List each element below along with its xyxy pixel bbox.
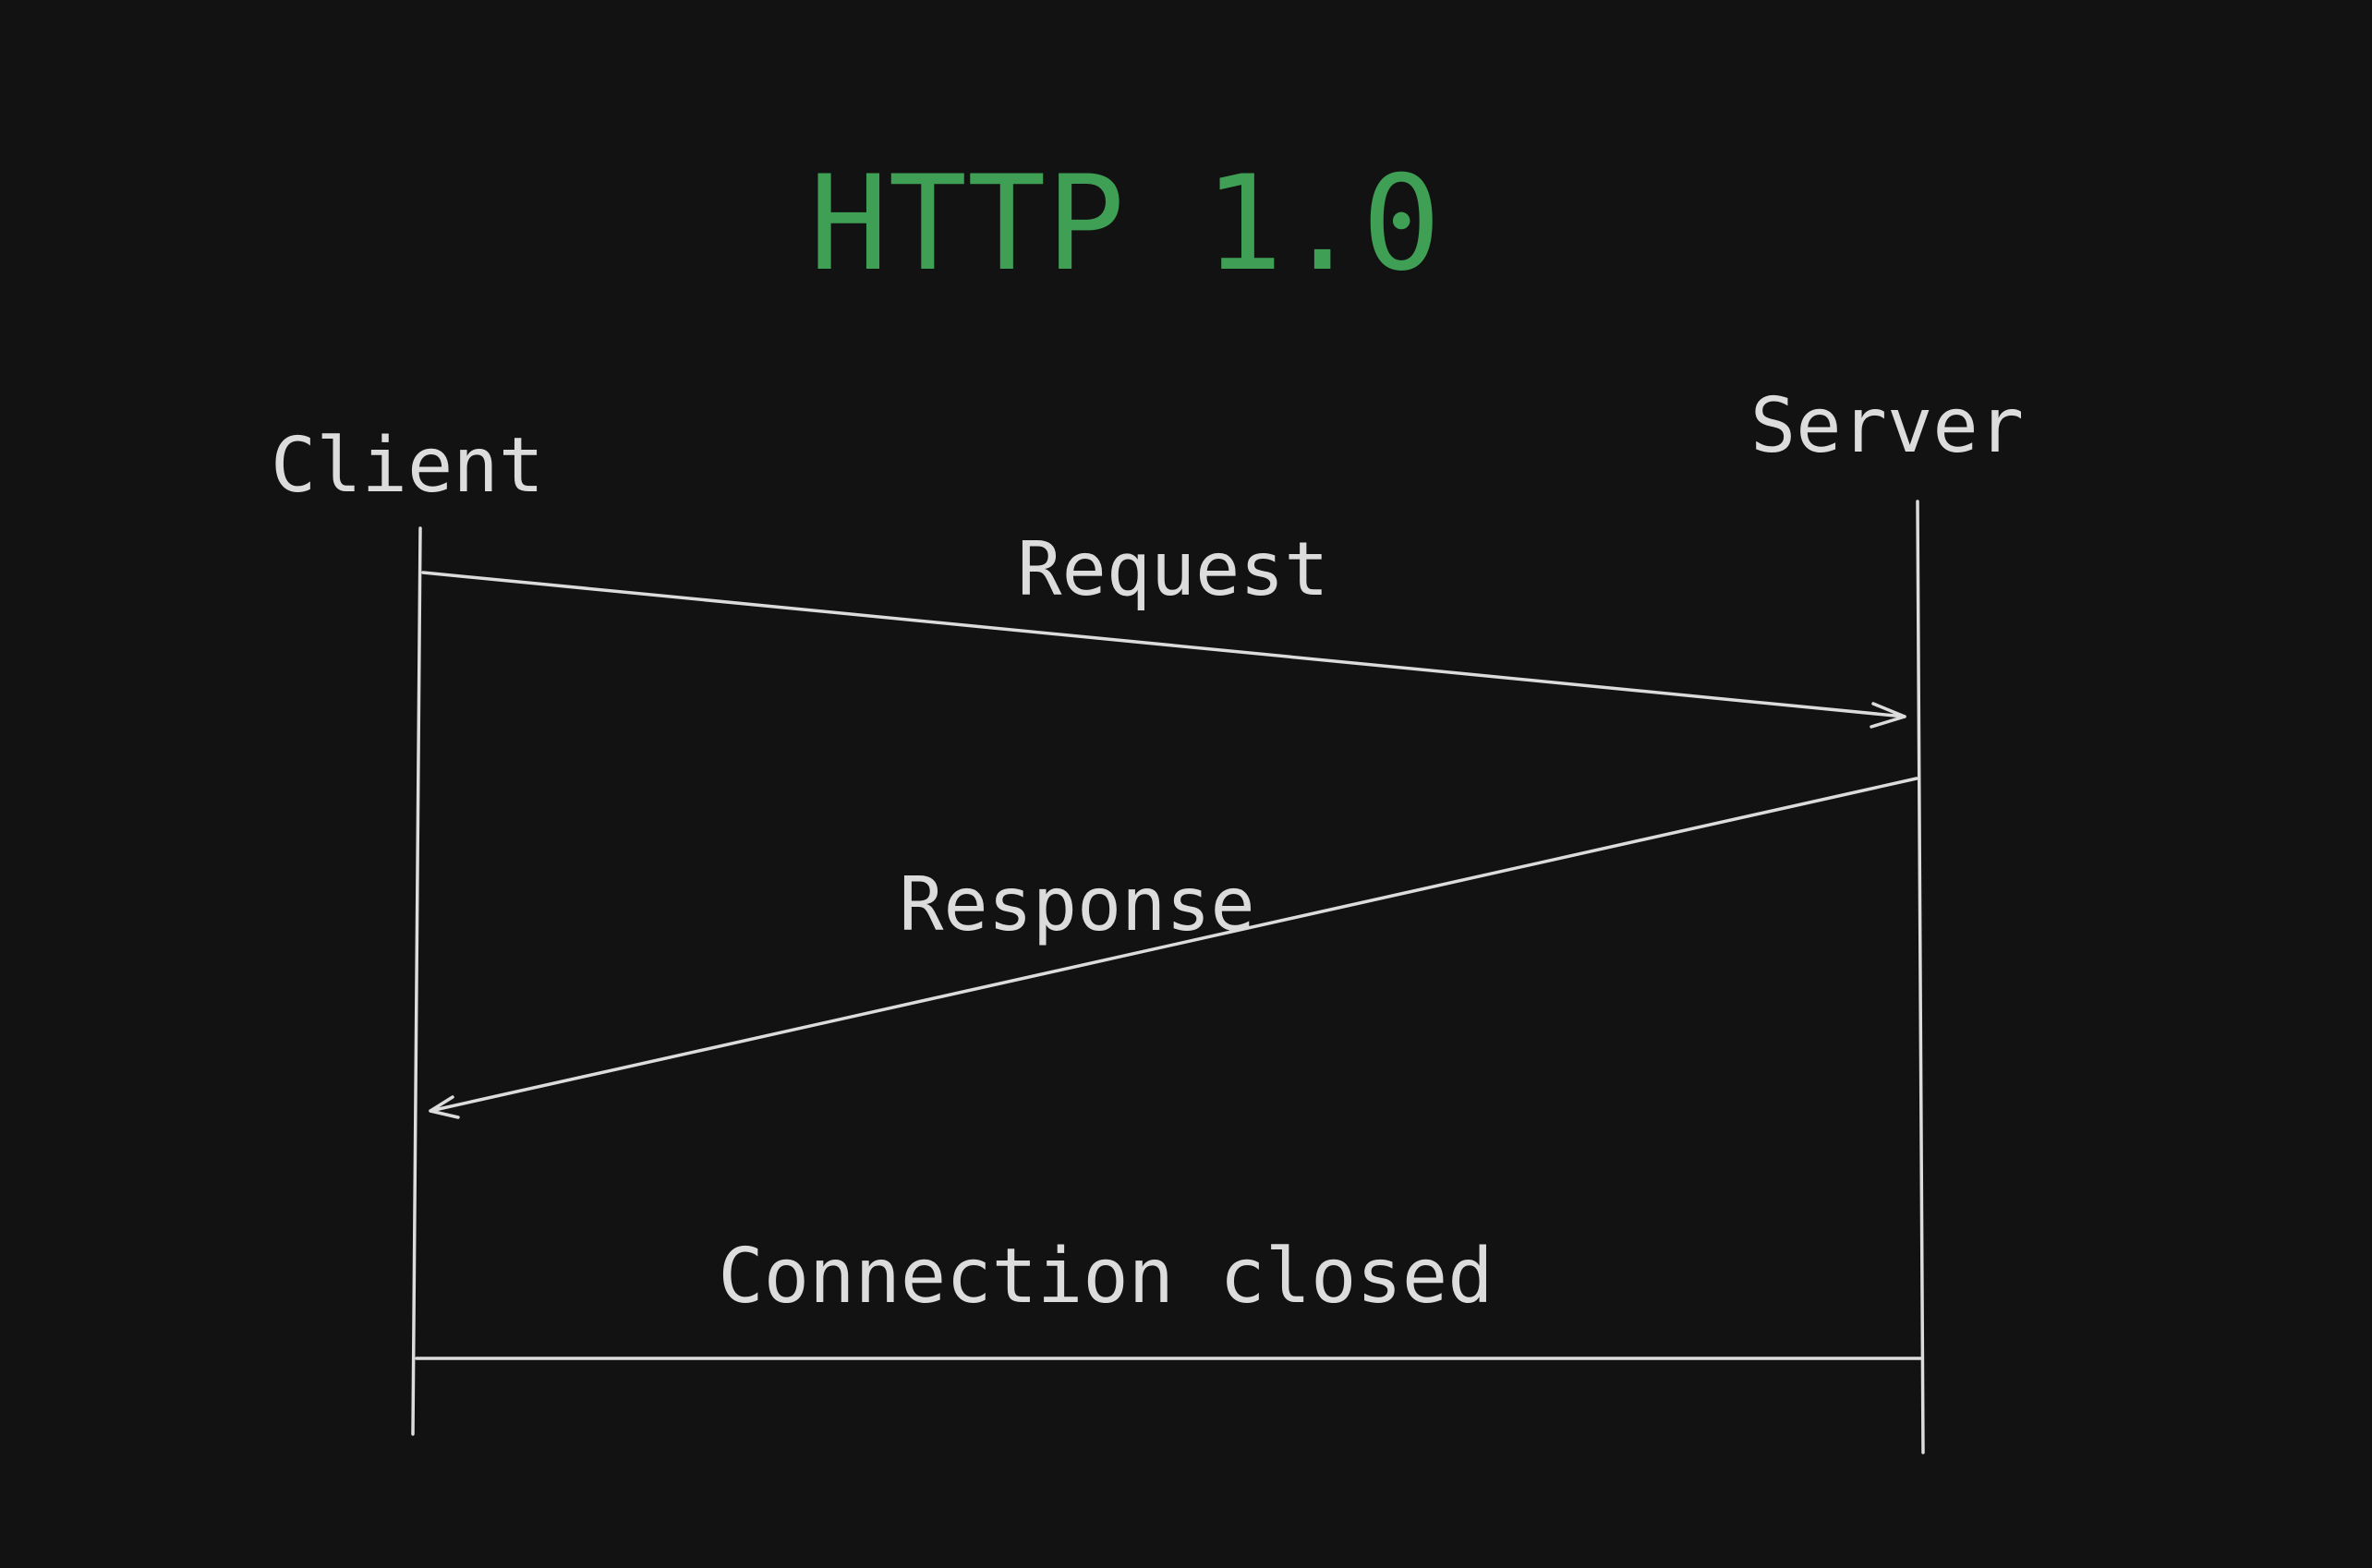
request-arrow [421,571,1906,729]
request-arrowhead [1870,702,1906,729]
connection-closed-label: Connection closed [718,1233,1494,1321]
response-arrowhead [429,1095,460,1119]
client-label: Client [270,422,545,510]
diagram-title: HTTP 1.0 [809,148,1441,300]
server-lifeline [1916,500,1925,1454]
server-label: Server [1749,382,2025,470]
response-label: Response [899,862,1255,947]
client-lifeline [411,526,422,1436]
request-label: Request [1017,526,1329,612]
response-arrow [429,777,1918,1119]
